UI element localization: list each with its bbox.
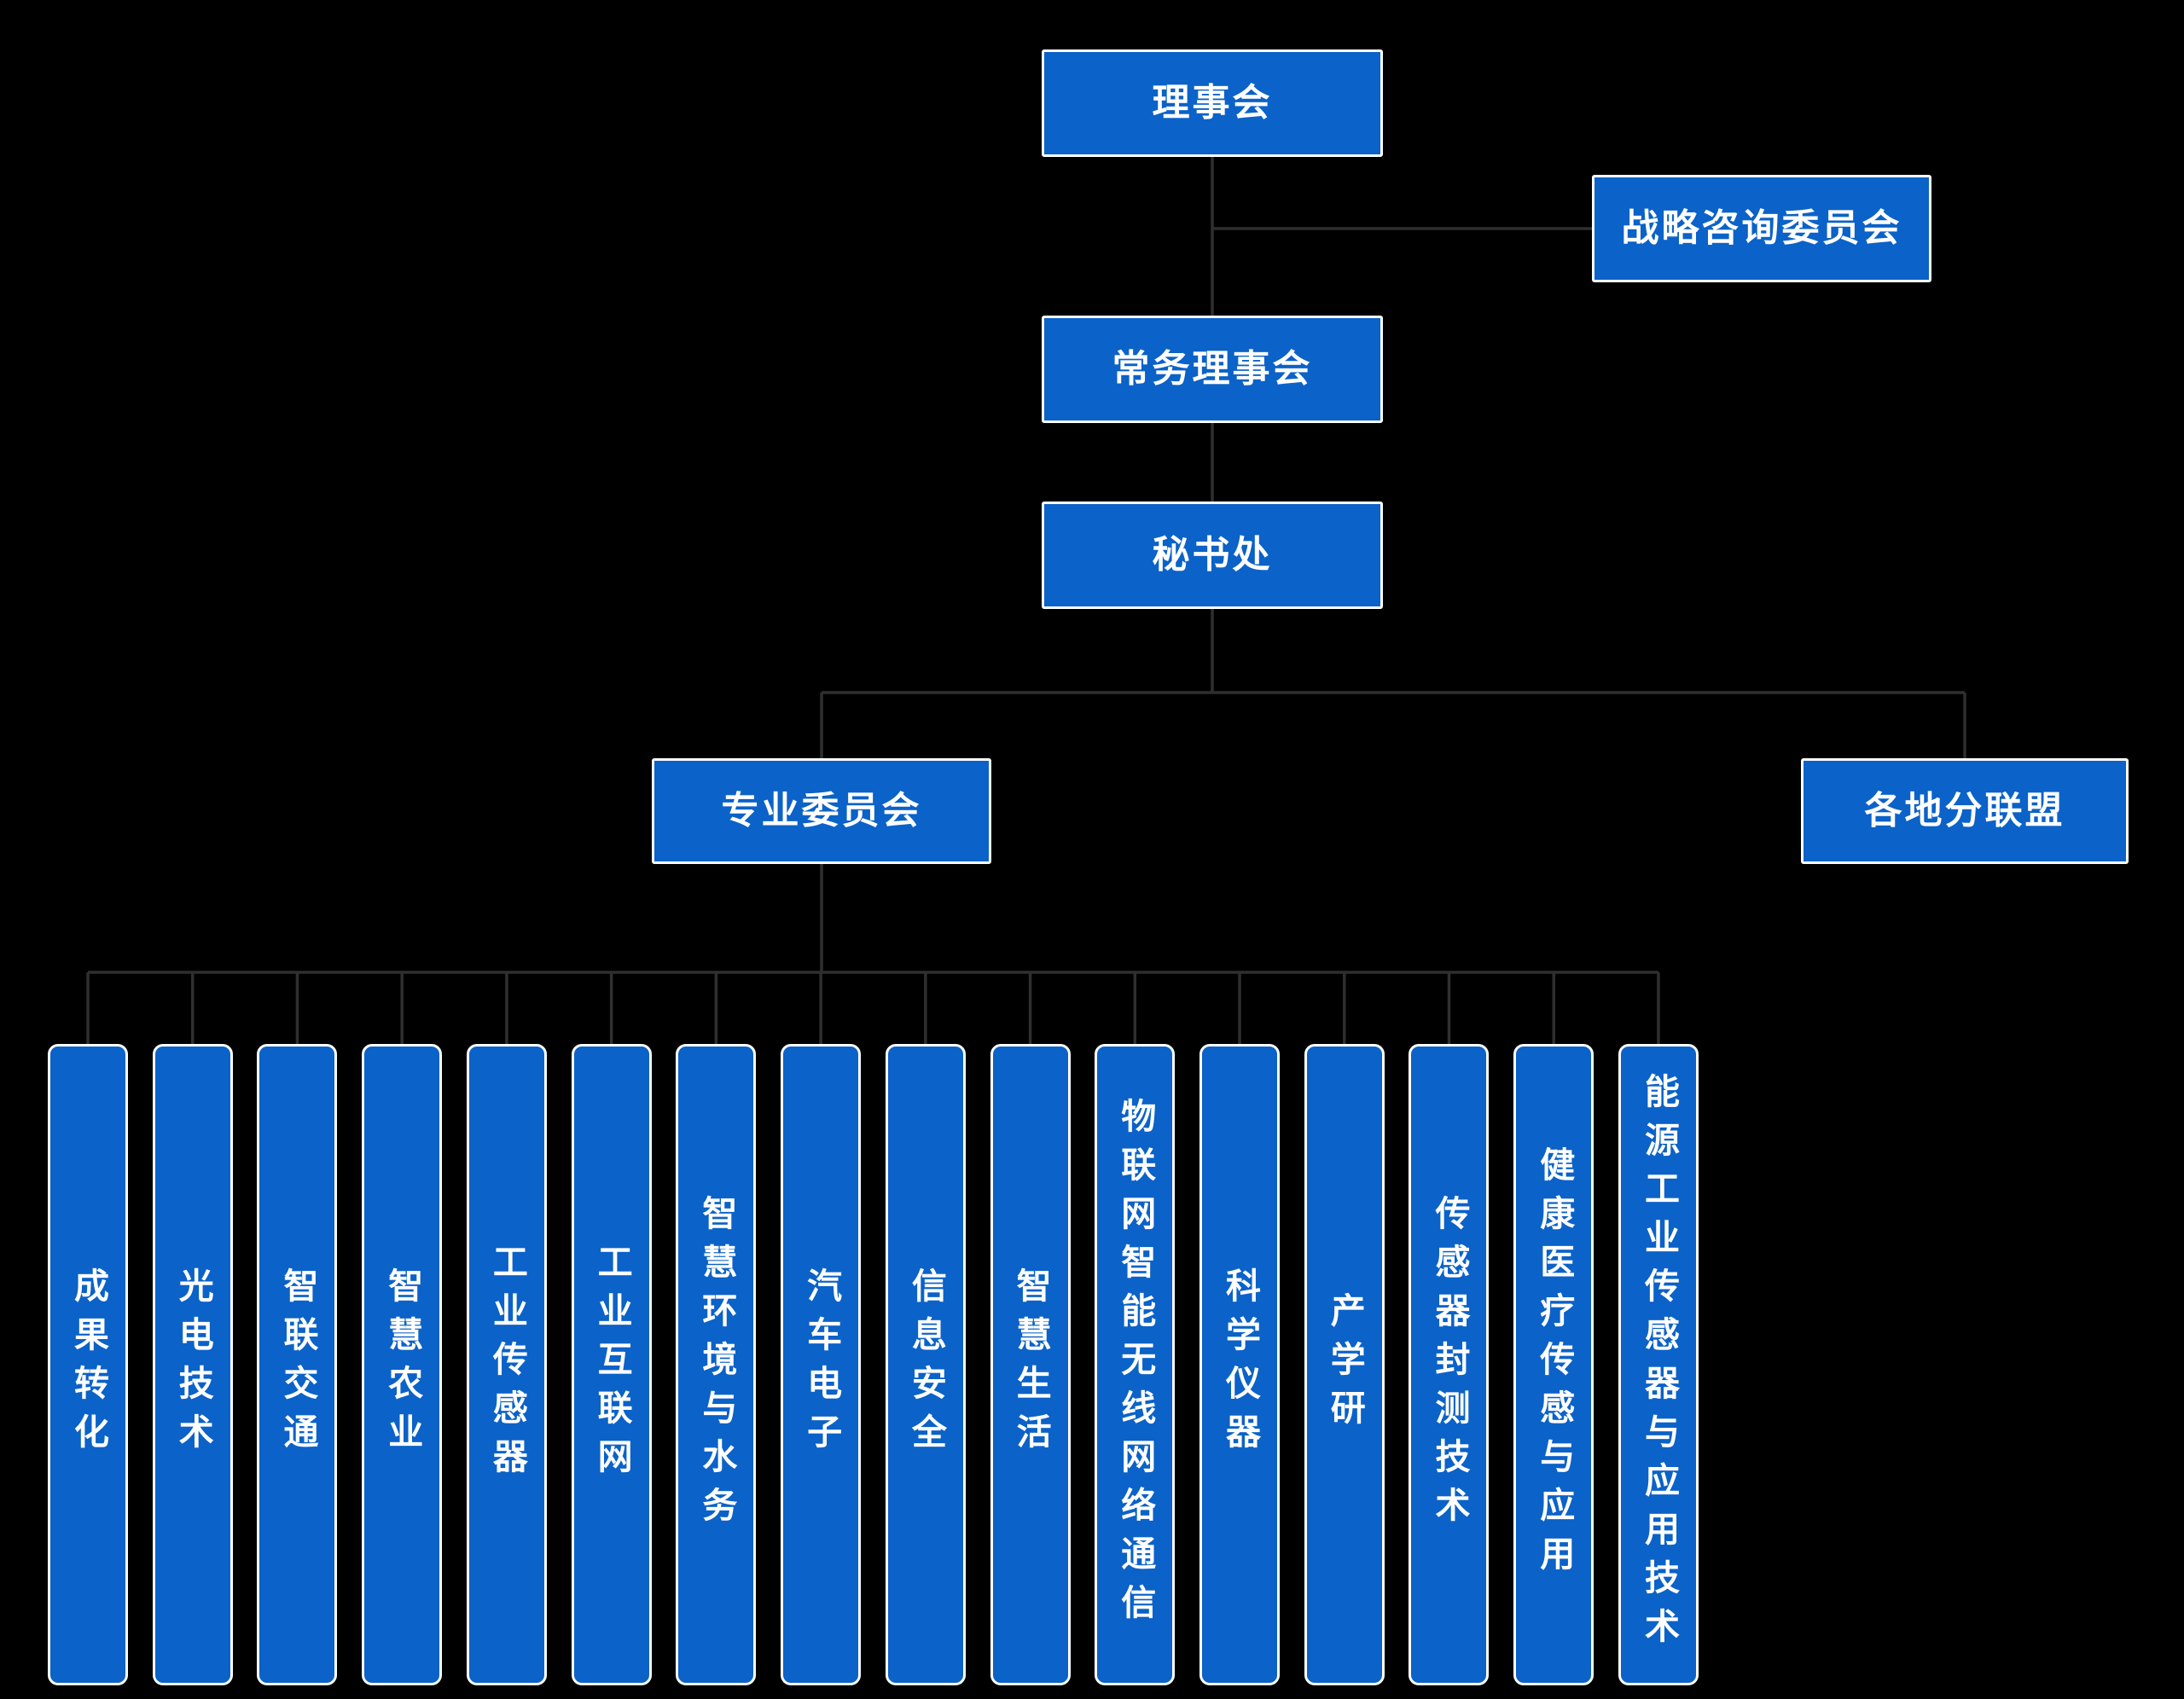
committee-label: 健康医疗传感与应用: [1534, 1145, 1574, 1584]
committee-box: 工业传感器: [466, 1044, 547, 1685]
committee-label: 成果转化: [68, 1267, 108, 1462]
committee-label: 科学仪器: [1220, 1267, 1260, 1462]
committee-label: 智慧环境与水务: [696, 1194, 736, 1535]
node-standing-council: 常务理事会: [1042, 316, 1383, 423]
committee-label: 物联网智能无线网络通信: [1115, 1097, 1155, 1632]
committee-label: 光电技术: [173, 1267, 213, 1462]
committee-box: 能源工业传感器与应用技术: [1618, 1044, 1699, 1685]
committee-box: 产学研: [1304, 1044, 1385, 1685]
node-strategy-advisory-committee: 战略咨询委员会: [1592, 175, 1931, 282]
node-regional-alliances: 各地分联盟: [1801, 758, 2129, 864]
committee-label: 智慧生活: [1011, 1267, 1051, 1462]
committee-label: 智慧农业: [382, 1267, 422, 1462]
committee-label: 工业传感器: [487, 1243, 527, 1487]
committee-box: 成果转化: [48, 1044, 128, 1685]
node-professional-label: 专业委员会: [721, 790, 922, 832]
committee-box: 汽车电子: [781, 1044, 862, 1685]
node-strategy-label: 战略咨询委员会: [1621, 207, 1902, 249]
committee-label: 信息安全: [906, 1267, 946, 1462]
committee-box: 智慧农业: [362, 1044, 443, 1685]
committee-box: 光电技术: [152, 1044, 233, 1685]
committee-box: 智慧环境与水务: [676, 1044, 757, 1685]
committee-label: 智联交通: [277, 1267, 317, 1462]
committee-label: 传感器封测技术: [1429, 1194, 1469, 1535]
committee-box: 科学仪器: [1199, 1044, 1281, 1685]
node-standing-label: 常务理事会: [1112, 348, 1313, 390]
committee-box: 健康医疗传感与应用: [1513, 1044, 1594, 1685]
committee-label: 汽车电子: [801, 1267, 841, 1462]
node-secretariat: 秘书处: [1042, 502, 1383, 609]
node-secretariat-label: 秘书处: [1152, 534, 1273, 576]
node-board: 理事会: [1042, 49, 1383, 157]
committee-box: 工业互联网: [571, 1044, 652, 1685]
committee-box: 信息安全: [885, 1044, 966, 1685]
committee-stubs: [86, 972, 1660, 1044]
node-board-label: 理事会: [1152, 82, 1273, 124]
node-professional-committee: 专业委员会: [652, 758, 991, 864]
committee-box: 传感器封测技术: [1409, 1044, 1490, 1685]
committee-label: 产学研: [1325, 1291, 1365, 1438]
committee-box: 智慧生活: [990, 1044, 1071, 1685]
committee-label: 工业互联网: [592, 1243, 632, 1487]
committee-label: 能源工业传感器与应用技术: [1639, 1073, 1679, 1656]
committee-box: 物联网智能无线网络通信: [1095, 1044, 1176, 1685]
node-regional-label: 各地分联盟: [1864, 790, 2065, 832]
committee-box: 智联交通: [257, 1044, 338, 1685]
